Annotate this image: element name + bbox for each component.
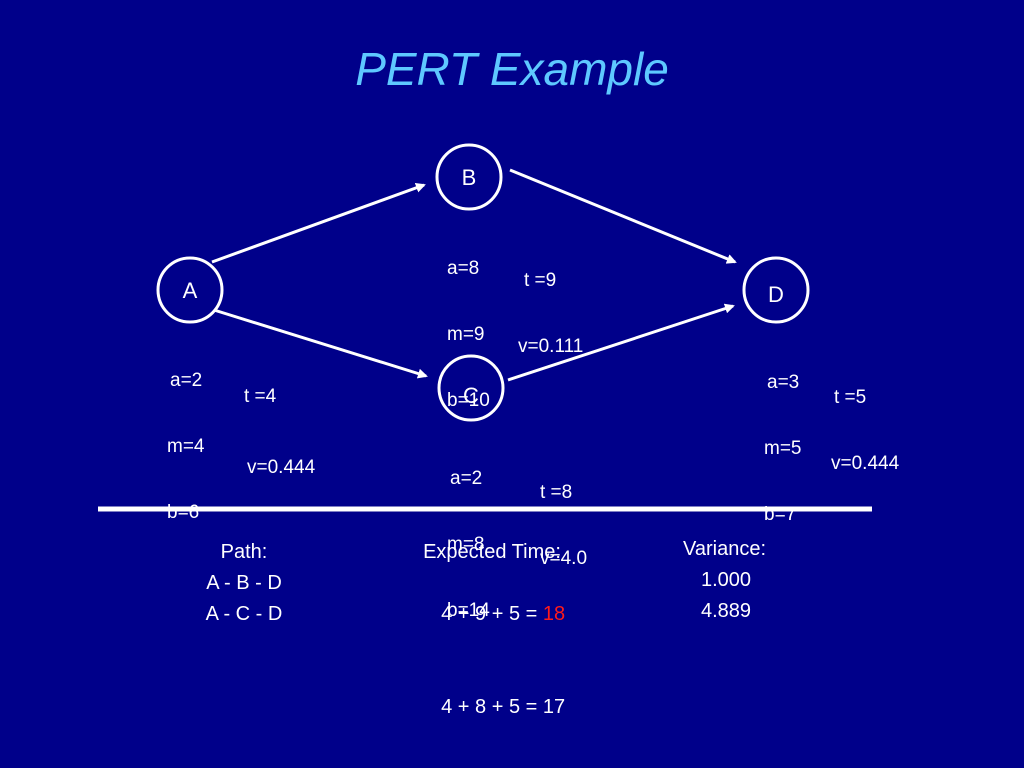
node-b — [435, 143, 503, 211]
edge-a-b-result: t =9 v=0.111 — [518, 226, 583, 380]
path-total: 17 — [542, 696, 566, 718]
edge-c-d — [507, 303, 735, 382]
path-header: Path: — [220, 541, 268, 563]
slide-title: PERT Example — [355, 43, 669, 95]
expected-time: t =9 — [524, 270, 557, 291]
variance: v=4.0 — [540, 548, 588, 569]
edge-b-d-result: t =5 v=0.444 — [831, 343, 899, 497]
estimate-a: a=2 — [450, 468, 483, 489]
node-a-label: A — [183, 278, 198, 303]
estimate-b: b=7 — [764, 504, 797, 525]
edge-a-b — [211, 183, 426, 264]
variance-header: Variance: — [683, 538, 767, 560]
expected-time-header: Expected Time: — [423, 541, 561, 563]
estimate-m: m=9 — [447, 324, 485, 345]
expected-time-row: 4 + 8 + 5 = 17 — [392, 661, 592, 754]
estimate-m: m=8 — [447, 534, 485, 555]
expected-time-expr: 4 + 9 + 5 = — [441, 603, 543, 625]
node-c — [437, 354, 505, 422]
node-b-label: B — [462, 165, 477, 190]
variance-row: 1.000 — [701, 569, 752, 591]
estimate-b: b=6 — [167, 502, 200, 523]
edge-a-b-estimates: a=8 m=9 b=10 — [447, 214, 490, 434]
estimate-m: m=5 — [764, 438, 802, 459]
variance: v=0.111 — [518, 336, 584, 357]
estimate-a: a=2 — [170, 370, 203, 391]
node-a — [156, 256, 224, 324]
edge-b-d-estimates: a=3 m=5 b=7 — [764, 328, 802, 548]
expected-time: t =8 — [540, 482, 573, 503]
estimate-m: m=4 — [167, 436, 205, 457]
critical-path-total: 18 — [542, 603, 566, 625]
estimate-a: a=3 — [767, 372, 800, 393]
variance: v=0.444 — [247, 457, 316, 478]
edge-a-c-result: t =4 v=0.444 — [244, 342, 315, 501]
path-row: A - B - D — [206, 572, 282, 594]
expected-time-row: 4 + 9 + 5 = 18 — [392, 568, 592, 661]
edge-a-c — [213, 308, 428, 379]
node-c-label: C — [463, 383, 479, 408]
node-d — [742, 256, 810, 324]
path-row: A - C - D — [205, 603, 283, 625]
expected-time-expr: 4 + 8 + 5 = — [441, 696, 543, 718]
edge-a-c-estimates: a=2 m=4 b=6 — [167, 326, 205, 546]
expected-time: t =5 — [834, 387, 867, 408]
edge-b-d — [509, 168, 737, 264]
variance: v=0.444 — [831, 453, 900, 474]
expected-time-column: Expected Time: 4 + 9 + 5 = 18 4 + 8 + 5 … — [392, 537, 592, 754]
variance-column: Variance: 1.000 4.889 — [683, 534, 803, 627]
edge-c-d-result: t =8 v=4.0 — [540, 438, 587, 592]
path-column: Path: A - B - D A - C - D — [174, 537, 314, 630]
edge-c-d-estimates: a=2 m=8 b=14 — [447, 424, 490, 644]
expected-time: t =4 — [244, 386, 277, 407]
estimate-a: a=8 — [447, 258, 480, 279]
estimate-b: b=10 — [447, 390, 490, 411]
node-d-label: D — [768, 282, 784, 307]
estimate-b: b=14 — [447, 600, 490, 621]
variance-row: 4.889 — [701, 600, 752, 622]
